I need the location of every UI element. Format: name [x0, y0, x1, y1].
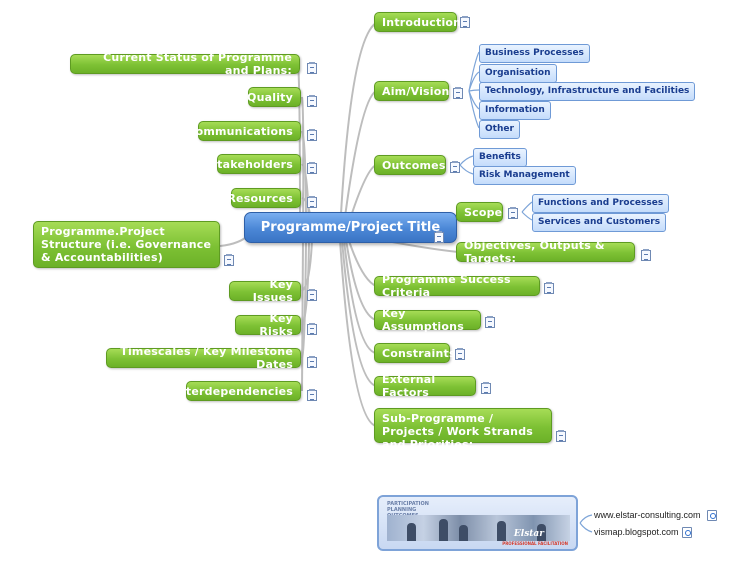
- logo-subtitle: PROFESSIONAL FACILITATION: [502, 541, 568, 546]
- topic-success-criteria[interactable]: Programme Success Criteria: [374, 273, 540, 299]
- subtopic-label: Technology, Infrastructure and Facilitie…: [485, 86, 690, 96]
- topic-objectives[interactable]: Objectives, Outputs & Targets:: [456, 239, 635, 265]
- link-vismap-blog[interactable]: vismap.blogspot.com: [594, 527, 679, 537]
- subtopic-label: Functions and Processes: [538, 198, 664, 208]
- note-icon[interactable]: [481, 382, 491, 394]
- logo-person-figure: [459, 525, 468, 541]
- link-icon[interactable]: [707, 510, 717, 521]
- topic-label: Current Status of Programme and Plans:: [103, 51, 292, 77]
- link-elstar-consulting[interactable]: www.elstar-consulting.com: [594, 510, 701, 520]
- topic-label: Quality: [247, 90, 293, 104]
- topic-label: Outcomes: [382, 158, 446, 172]
- note-icon[interactable]: [307, 389, 317, 401]
- subtopic-benefits[interactable]: Benefits: [473, 148, 527, 167]
- subtopic-services-customers[interactable]: Services and Customers: [532, 213, 667, 232]
- link-icon[interactable]: [682, 527, 692, 538]
- logo-person-figure: [537, 524, 546, 541]
- topic-label: Timescales / Key Milestone Dates: [120, 345, 293, 371]
- topic-label: Programme.Project Structure (i.e. Govern…: [41, 225, 212, 264]
- topic-label: Communications: [187, 124, 293, 138]
- subtopic-other[interactable]: Other: [479, 120, 520, 139]
- note-icon[interactable]: [307, 162, 317, 174]
- note-icon[interactable]: [453, 87, 463, 99]
- note-icon[interactable]: [508, 207, 518, 219]
- topic-label: Objectives, Outputs & Targets:: [464, 239, 605, 265]
- subtopic-risk-management[interactable]: Risk Management: [473, 166, 576, 185]
- note-icon[interactable]: [307, 95, 317, 107]
- topic-label: External Factors: [382, 373, 436, 399]
- topic-label: Scope: [464, 205, 503, 219]
- topic-interdependencies[interactable]: Interdependencies: [174, 381, 301, 401]
- note-icon[interactable]: [307, 323, 317, 335]
- logo-photo: [387, 515, 570, 541]
- topic-sub-programme[interactable]: Sub-Programme / Projects / Work Strands …: [374, 408, 552, 451]
- logo-person-figure: [497, 521, 506, 541]
- note-icon[interactable]: [307, 62, 317, 74]
- topic-label: Constraints: [382, 346, 456, 360]
- topic-label: Introduction: [382, 15, 462, 29]
- note-icon[interactable]: [641, 249, 651, 261]
- topic-outcomes[interactable]: Outcomes: [374, 155, 446, 175]
- topic-scope[interactable]: Scope: [456, 202, 503, 222]
- subtopic-label: Benefits: [479, 152, 521, 162]
- topic-current-status[interactable]: Current Status of Programme and Plans:: [70, 51, 300, 77]
- topic-programme-structure[interactable]: Programme.Project Structure (i.e. Govern…: [33, 221, 220, 268]
- logo-person-figure: [439, 519, 448, 541]
- topic-label: Interdependencies: [173, 384, 293, 398]
- note-icon[interactable]: [307, 356, 317, 368]
- elstar-logo[interactable]: PARTICIPATION PLANNING OUTCOMES Elstar P…: [377, 495, 578, 551]
- topic-key-assumptions[interactable]: Key Assumptions: [374, 307, 481, 333]
- logo-person-figure: [407, 523, 416, 541]
- topic-stakeholders[interactable]: Stakeholders: [209, 154, 301, 174]
- topic-label: Aim/Vision: [382, 84, 450, 98]
- note-icon[interactable]: [460, 16, 470, 28]
- logo-brand: Elstar: [513, 529, 544, 539]
- topic-label: Key Assumptions: [382, 307, 464, 333]
- subtopic-business-processes[interactable]: Business Processes: [479, 44, 590, 63]
- topic-timescales[interactable]: Timescales / Key Milestone Dates: [106, 345, 301, 371]
- subtopic-functions-processes[interactable]: Functions and Processes: [532, 194, 670, 213]
- note-icon[interactable]: [307, 289, 317, 301]
- topic-resources[interactable]: Resources: [227, 188, 301, 208]
- topic-key-risks[interactable]: Key Risks: [235, 312, 301, 338]
- note-icon[interactable]: [434, 231, 444, 243]
- central-topic[interactable]: Programme/Project Title: [244, 212, 457, 243]
- logo-tagline-line: PLANNING: [387, 507, 417, 513]
- note-icon[interactable]: [485, 316, 495, 328]
- subtopic-label: Risk Management: [479, 170, 570, 180]
- topic-quality[interactable]: Quality: [247, 87, 301, 107]
- note-icon[interactable]: [450, 161, 460, 173]
- topic-key-issues[interactable]: Key Issues: [229, 278, 301, 304]
- logo-tagline-line: PARTICIPATION: [387, 501, 429, 507]
- subtopic-label: Organisation: [485, 68, 551, 78]
- topic-label: Key Issues: [252, 278, 293, 304]
- subtopic-label: Services and Customers: [538, 217, 661, 227]
- topic-aim-vision[interactable]: Aim/Vision: [374, 81, 449, 101]
- note-icon[interactable]: [307, 196, 317, 208]
- topic-label: Sub-Programme / Projects / Work Strands …: [382, 412, 534, 451]
- topic-external-factors[interactable]: External Factors: [374, 373, 476, 399]
- topic-label: Programme Success Criteria: [382, 273, 511, 299]
- subtopic-technology[interactable]: Technology, Infrastructure and Facilitie…: [479, 82, 696, 101]
- subtopic-organisation[interactable]: Organisation: [479, 64, 557, 83]
- note-icon[interactable]: [544, 282, 554, 294]
- note-icon[interactable]: [307, 129, 317, 141]
- topic-constraints[interactable]: Constraints: [374, 343, 456, 363]
- topic-label: Key Risks: [259, 312, 293, 338]
- subtopic-label: Business Processes: [485, 48, 584, 58]
- note-icon[interactable]: [224, 254, 234, 266]
- note-icon[interactable]: [556, 430, 566, 442]
- note-icon[interactable]: [455, 348, 465, 360]
- topic-label: Stakeholders: [209, 157, 293, 171]
- subtopic-label: Information: [485, 105, 545, 115]
- topic-communications[interactable]: Communications: [187, 121, 301, 141]
- subtopic-label: Other: [485, 124, 514, 134]
- topic-introduction[interactable]: Introduction: [374, 12, 461, 32]
- topic-label: Resources: [227, 191, 293, 205]
- central-topic-label: Programme/Project Title: [260, 220, 441, 235]
- subtopic-information[interactable]: Information: [479, 101, 551, 120]
